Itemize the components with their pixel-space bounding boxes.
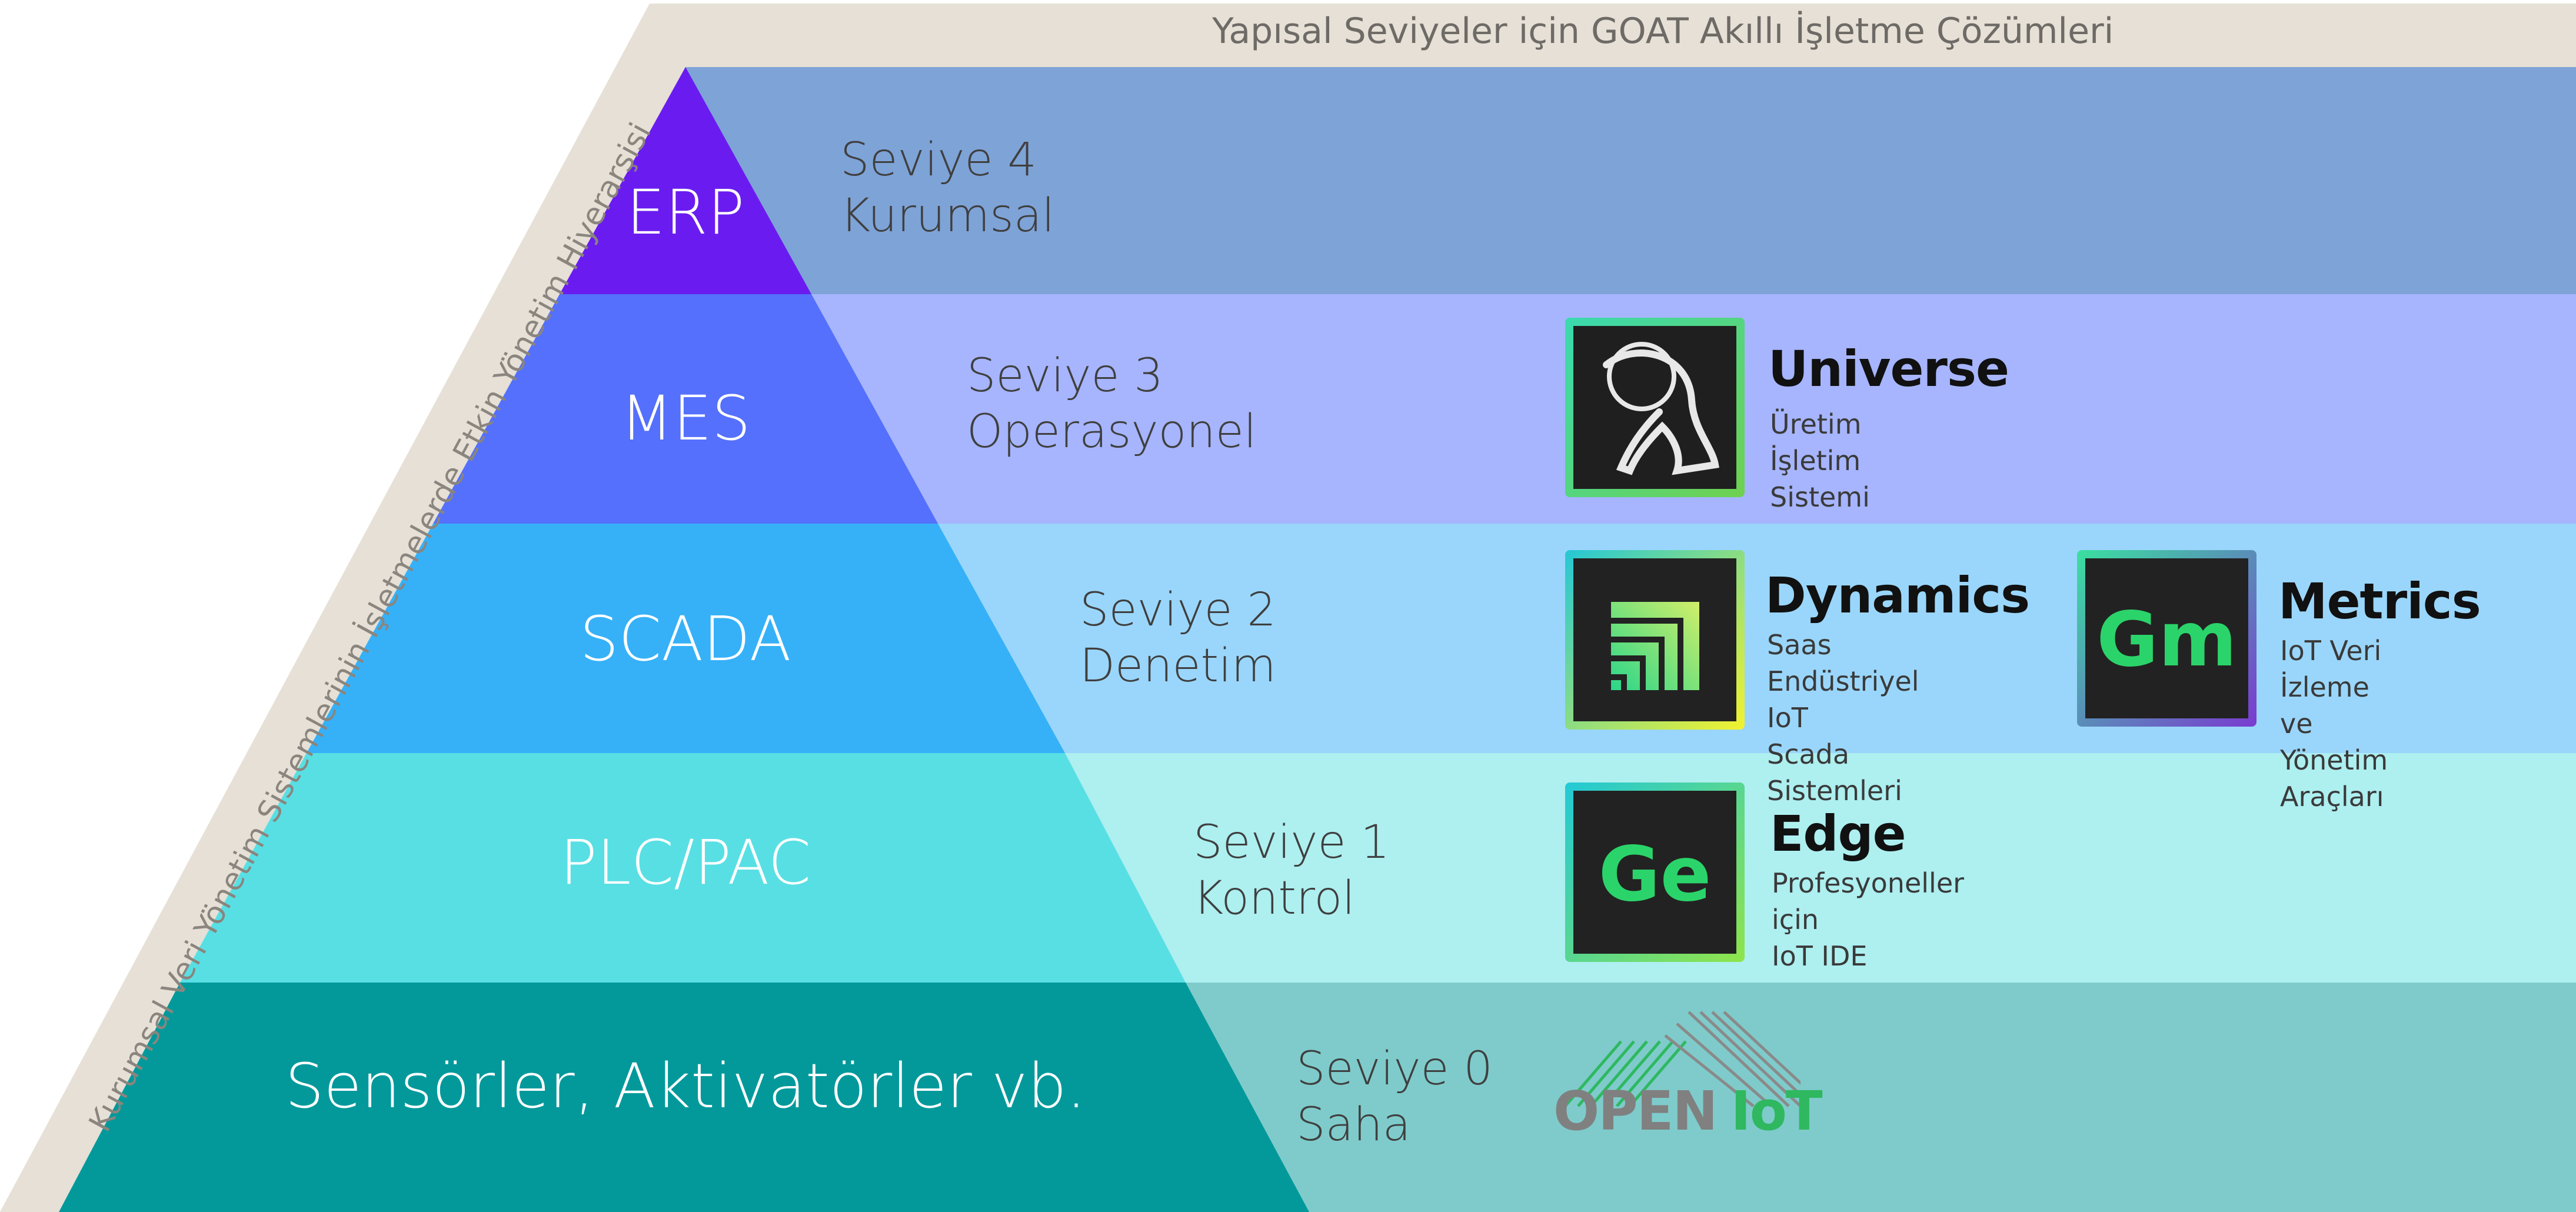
level-3-label: Seviye 3 Operasyonel [967, 348, 1256, 460]
open-iot-word-iot: IoT [1730, 1080, 1822, 1143]
header-title: Yapısal Seviyeler için GOAT Akıllı İşlet… [1212, 11, 2114, 52]
open-iot-hatch-icon [1564, 1011, 1800, 1107]
dynamics-logo-icon [1565, 550, 1745, 730]
level-4-name: Seviye 4 [840, 134, 1037, 187]
metrics-logo-text: Gm [2096, 596, 2237, 684]
universe-goat-logo-icon [1565, 318, 1745, 497]
metrics-logo-icon [2077, 550, 2257, 727]
dynamics-subtitle: Saas Endüstriyel IoT Scada Sistemleri [1767, 629, 1919, 807]
pyramid-tier-plc [180, 753, 1186, 983]
level-2-name: Seviye 2 [1080, 584, 1276, 637]
level-0-label: Seviye 0 Saha [1296, 1041, 1493, 1153]
frame-side-strip [0, 4, 688, 1212]
universe-title: Universe [1768, 340, 2009, 398]
open-iot-word-open: OPEN [1553, 1080, 1718, 1143]
level-0-desc: Saha [1296, 1098, 1411, 1152]
level-3-desc: Operasyonel [967, 405, 1257, 459]
band-level-4 [685, 67, 2576, 294]
level-1-label: Seviye 1 Kontrol [1193, 815, 1390, 927]
dynamics-title: Dynamics [1765, 567, 2030, 624]
metrics-subtitle: IoT Veri İzleme ve Yönetim Araçları [2280, 635, 2388, 813]
pyramid-tier-mes [433, 294, 938, 524]
edge-title: Edge [1770, 805, 1906, 863]
level-2-desc: Denetim [1080, 640, 1276, 693]
level-2-label: Seviye 2 Denetim [1080, 582, 1276, 694]
level-1-desc: Kontrol [1193, 872, 1355, 925]
pyramid-label-erp: ERP [626, 177, 745, 248]
edge-subtitle: Profesyoneller için IoT IDE [1772, 867, 1965, 973]
pyramid-label-mes: MES [620, 382, 751, 454]
edge-logo-text: Ge [1598, 831, 1712, 918]
pyramid-tier-erp [560, 67, 811, 294]
pyramid-label-plc: PLC/PAC [560, 827, 811, 898]
level-3-name: Seviye 3 [967, 349, 1163, 402]
pyramid-tier-sensors [59, 983, 1309, 1212]
pyramid-tier-scada [307, 524, 1065, 753]
frame-header-strip [650, 4, 2576, 67]
level-4-label: Seviye 4 Kurumsal [840, 132, 1054, 244]
universe-subtitle: Üretim İşletim Sistemi [1770, 408, 1870, 514]
pyramid-label-scada: SCADA [580, 603, 791, 675]
pyramid-label-sensors: Sensörler, Aktivatörler vb. [285, 1050, 1086, 1122]
metrics-title: Metrics [2278, 572, 2481, 630]
edge-logo-icon [1565, 783, 1745, 962]
level-0-name: Seviye 0 [1296, 1043, 1493, 1096]
level-1-name: Seviye 1 [1193, 816, 1390, 869]
level-4-desc: Kurumsal [840, 189, 1055, 243]
